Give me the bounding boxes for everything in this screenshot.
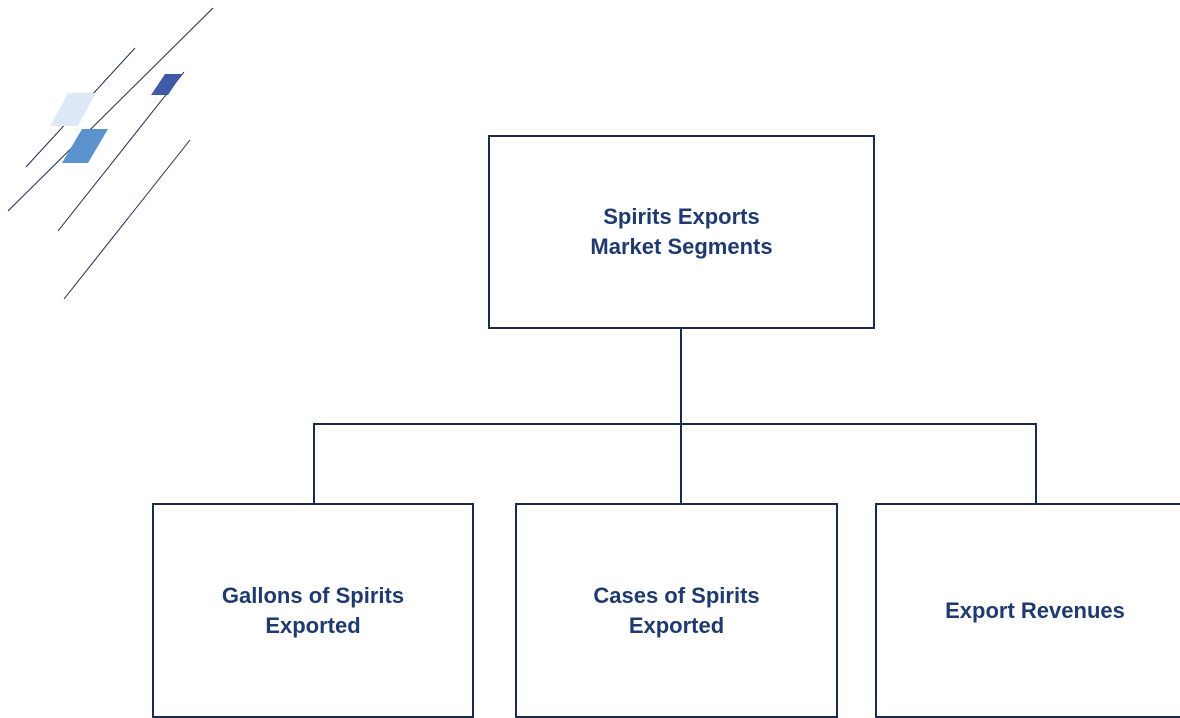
- root-node-label: Spirits Exports Market Segments: [590, 204, 773, 259]
- child-node-cases-label: Cases of Spirits Exported: [593, 582, 760, 638]
- child-node-revenue: Export Revenues: [875, 503, 1180, 718]
- decor-line-1: [7, 7, 214, 212]
- decor-line-4: [63, 139, 191, 300]
- root-node-spirits-exports: Spirits Exports Market Segments: [488, 135, 875, 329]
- decorative-slash-graphic: [7, 7, 214, 300]
- decor-diamond-mid: [62, 129, 108, 163]
- org-chart-connectors: [313, 329, 1037, 503]
- child-node-gallons-label: Gallons of Spirits Exported: [221, 582, 405, 638]
- child-node-revenue-label: Export Revenues: [945, 597, 1125, 623]
- decor-diamond-dark: [151, 74, 182, 95]
- child-node-cases: Cases of Spirits Exported: [515, 503, 838, 718]
- decor-line-3: [57, 71, 185, 232]
- child-node-gallons: Gallons of Spirits Exported: [152, 503, 474, 718]
- decor-diamond-light: [50, 93, 96, 126]
